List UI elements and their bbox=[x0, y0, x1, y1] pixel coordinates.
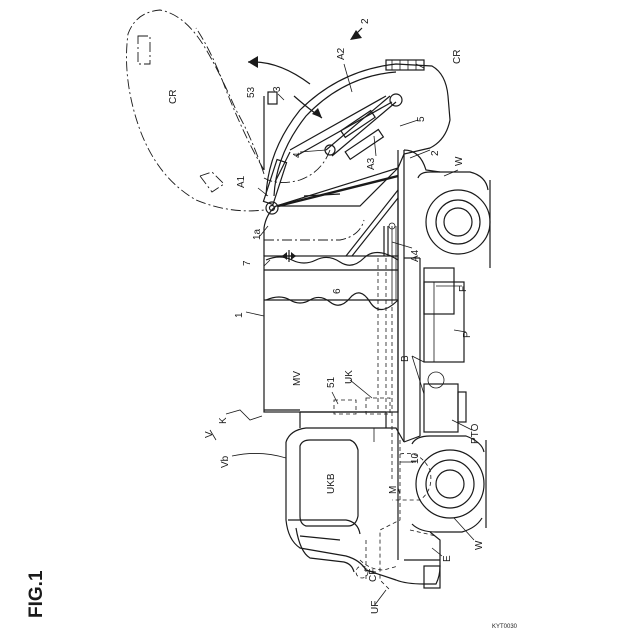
label-pto: PTO bbox=[470, 423, 481, 444]
label-f: F bbox=[458, 286, 469, 292]
label-a4: A4 bbox=[410, 249, 421, 262]
label-cr-left: CR bbox=[168, 90, 179, 104]
reference-labels: FIG.1 KYT0030 V K Vb 1 1a 2 2 3 4 5 6 7 … bbox=[26, 18, 518, 630]
label-w-rear: W bbox=[454, 156, 465, 166]
label-e: E bbox=[442, 555, 453, 562]
label-53: 53 bbox=[246, 86, 257, 98]
label-b: B bbox=[400, 355, 411, 362]
label-10: 10 bbox=[410, 452, 421, 464]
label-4: 4 bbox=[292, 152, 303, 158]
label-vb: Vb bbox=[220, 455, 231, 468]
figure-code: KYT0030 bbox=[492, 624, 518, 630]
label-p: P bbox=[462, 331, 473, 338]
label-cr-top: CR bbox=[452, 50, 463, 64]
label-uk: UK bbox=[344, 370, 355, 384]
label-cf: CF bbox=[368, 569, 379, 582]
label-1: 1 bbox=[234, 312, 245, 318]
label-ukb: UKB bbox=[326, 473, 337, 494]
label-2: 2 bbox=[430, 150, 441, 156]
rear-wheel bbox=[418, 172, 490, 254]
label-w-front: W bbox=[474, 540, 485, 550]
label-2-top: 2 bbox=[360, 18, 371, 24]
label-3: 3 bbox=[272, 86, 283, 92]
hidden-components bbox=[310, 258, 436, 590]
label-mv: MV bbox=[292, 371, 303, 386]
label-a1: A1 bbox=[236, 175, 247, 188]
label-1a: 1a bbox=[252, 228, 263, 240]
label-k: K bbox=[218, 417, 229, 424]
figure-title: FIG.1 bbox=[26, 570, 47, 618]
front-wheel bbox=[412, 436, 484, 532]
label-5: 5 bbox=[416, 116, 427, 122]
pto-unit bbox=[424, 372, 466, 432]
label-uf: UF bbox=[370, 601, 381, 614]
label-a3: A3 bbox=[366, 157, 377, 170]
label-v: V bbox=[204, 431, 215, 438]
hydraulic-pump bbox=[424, 282, 464, 362]
label-a2: A2 bbox=[336, 47, 347, 60]
label-m: M bbox=[388, 486, 399, 494]
label-7: 7 bbox=[242, 260, 253, 266]
fuel-tank bbox=[424, 268, 454, 314]
label-6: 6 bbox=[332, 288, 343, 294]
label-51: 51 bbox=[326, 376, 337, 388]
